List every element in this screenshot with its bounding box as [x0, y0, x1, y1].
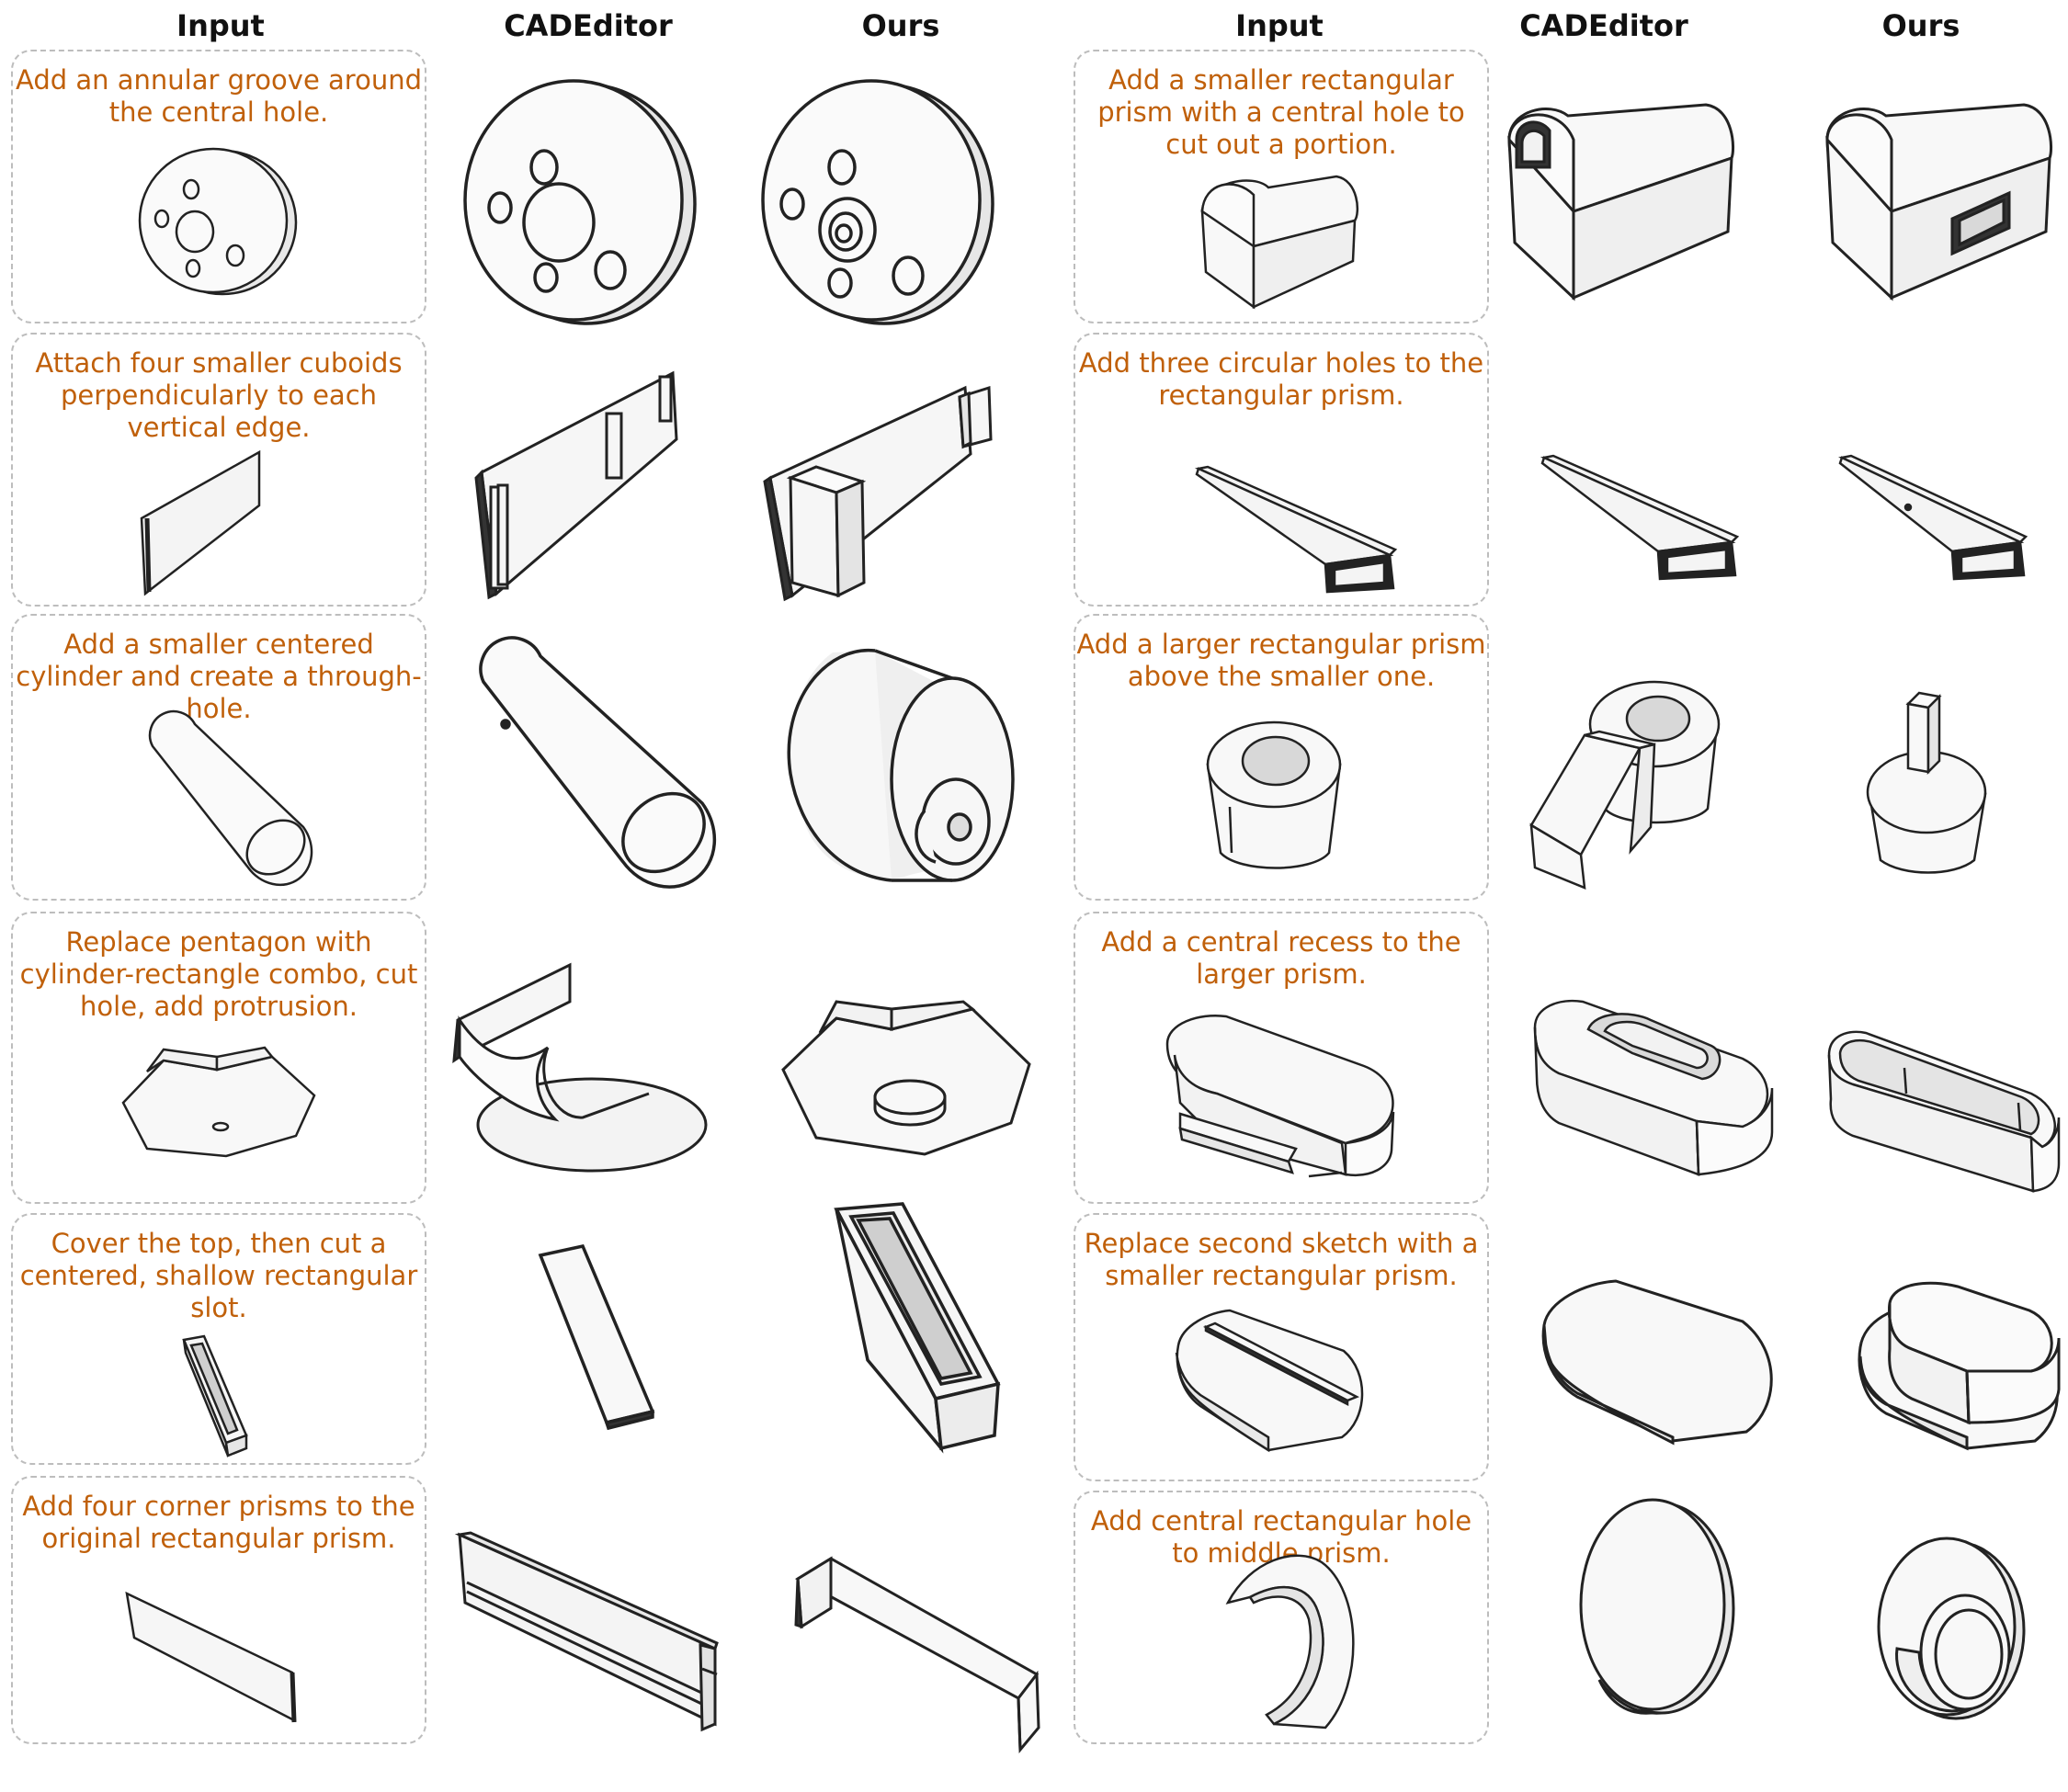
input-panel: Add a smaller centered cylinder and crea… — [11, 614, 426, 901]
input-panel: Add four corner prisms to the original r… — [11, 1476, 426, 1744]
stadium-block-icon — [1162, 1011, 1406, 1187]
open-tray-icon — [178, 1333, 252, 1457]
bracket-plate-icon — [789, 1555, 1046, 1755]
hollow-beam-icon — [1195, 465, 1401, 594]
edit-instruction: Add an annular groove around the central… — [16, 64, 422, 128]
octagon-with-boss-icon — [779, 1002, 1039, 1158]
input-panel: Replace pentagon with cylinder-rectangle… — [11, 912, 426, 1204]
edit-instruction: Add three circular holes to the rectangu… — [1078, 347, 1484, 411]
stadium-with-recess-icon — [1531, 994, 1778, 1178]
header-cadeditor-right: CADEditor — [1519, 8, 1688, 43]
input-panel: Add three circular holes to the rectangu… — [1074, 333, 1489, 607]
edit-instruction: Cover the top, then cut a centered, shal… — [19, 1228, 418, 1323]
plate-with-posts-icon — [472, 364, 693, 605]
rounded-slab-icon — [1540, 1279, 1781, 1445]
input-panel: Add a larger rectangular prism above the… — [1074, 614, 1489, 901]
hollow-beam-icon — [1540, 454, 1743, 583]
slotted-block-icon — [827, 1204, 1011, 1452]
stadium-tub-icon — [1825, 1029, 2061, 1191]
input-panel: Add central rectangular hole to middle p… — [1074, 1491, 1489, 1744]
plate-with-blocks-icon — [761, 379, 1009, 608]
input-panel: Cover the top, then cut a centered, shal… — [11, 1213, 426, 1465]
mailbox-with-window-icon — [1822, 103, 2057, 303]
ring-cup-icon — [1202, 717, 1349, 875]
mailbox-icon — [1199, 173, 1360, 311]
cylinder-icon — [140, 719, 314, 884]
flat-bar-icon — [535, 1242, 660, 1428]
header-input-left: Input — [176, 8, 265, 43]
rounded-slab-with-slot-icon — [1173, 1309, 1371, 1452]
header-cadeditor-left: CADEditor — [504, 8, 673, 43]
input-panel: Add an annular groove around the central… — [11, 50, 426, 323]
input-panel: Add a central recess to the larger prism… — [1074, 912, 1489, 1204]
ring-cup-with-block-icon — [1529, 671, 1732, 891]
edit-instruction: Replace second sketch with a smaller rec… — [1084, 1228, 1479, 1291]
header-ours-left: Ours — [861, 8, 940, 43]
disc-with-holes-icon — [449, 66, 706, 333]
thick-disc-icon — [1574, 1500, 1739, 1720]
c-ring-icon — [1222, 1544, 1368, 1735]
edit-instruction: Attach four smaller cuboids perpendicula… — [35, 347, 403, 443]
edit-instruction: Add central rectangular hole to middle p… — [1090, 1505, 1472, 1569]
cylinder-icon — [471, 649, 710, 879]
input-panel: Add a smaller rectangular prism with a c… — [1074, 50, 1489, 323]
mailbox-with-hole-icon — [1504, 103, 1739, 303]
disc-with-holes-icon — [129, 138, 303, 303]
disc-with-grooved-hole-icon — [746, 66, 1004, 333]
hollow-beam-icon — [1838, 454, 2031, 583]
input-panel: Attach four smaller cuboids perpendicula… — [11, 333, 426, 607]
cylinder-with-boss-icon — [772, 645, 1020, 886]
edit-instruction: Replace pentagon with cylinder-rectangle… — [19, 926, 418, 1022]
edit-instruction: Add a smaller centered cylinder and crea… — [16, 629, 422, 724]
input-panel: Replace second sketch with a smaller rec… — [1074, 1213, 1489, 1481]
sheet-and-disc-icon — [454, 963, 710, 1176]
header-ours-right: Ours — [1881, 8, 1960, 43]
edit-instruction: Add four corner prisms to the original r… — [22, 1491, 415, 1554]
stacked-rounded-slab-icon — [1857, 1279, 2068, 1450]
edit-instruction: Add a central recess to the larger prism… — [1101, 926, 1461, 990]
octagon-plate-icon — [116, 1048, 318, 1158]
stepped-disc-icon — [1869, 1538, 2029, 1724]
channel-rail-icon — [454, 1531, 721, 1735]
thin-plate-icon — [129, 447, 276, 603]
edit-instruction: Add a larger rectangular prism above the… — [1076, 629, 1486, 692]
cup-with-peg-icon — [1862, 687, 1991, 880]
thin-plate-icon — [121, 1588, 296, 1726]
edit-instruction: Add a smaller rectangular prism with a c… — [1097, 64, 1465, 160]
header-input-right: Input — [1235, 8, 1324, 43]
